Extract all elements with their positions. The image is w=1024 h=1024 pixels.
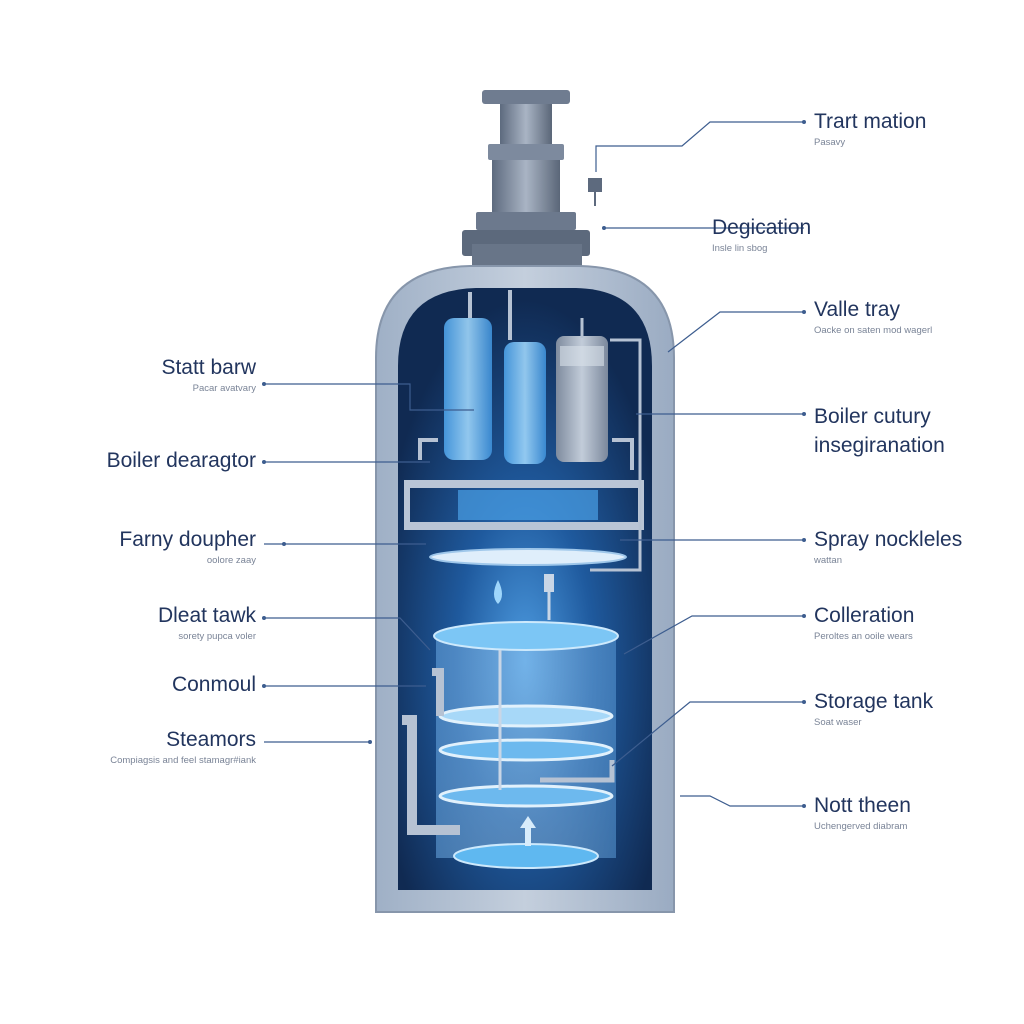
label-spray-nockleles: Spray nockleles wattan xyxy=(814,528,962,566)
label-steamors: Steamors Compiagsis and feel stamagr#ian… xyxy=(110,728,256,766)
label-title: Nott theen xyxy=(814,794,911,817)
storage-tank xyxy=(402,621,619,869)
label-sub: wattan xyxy=(814,555,842,567)
label-title: Degication xyxy=(712,216,812,239)
top-nozzle xyxy=(462,90,590,270)
label-sub: Compiagsis and feel stamagr#iank xyxy=(110,755,256,767)
label-storage-tank: Storage tank Soat waser xyxy=(814,690,933,728)
label-statt-barw: Statt barw Pacar avatvary xyxy=(161,356,256,394)
label-sub: oolore zaay xyxy=(206,555,256,567)
label-sub: Pacar avatvary xyxy=(192,383,256,395)
label-title: Storage tank xyxy=(814,690,934,713)
label-boiler-cutury: Boiler cutury insegiranation xyxy=(814,402,945,461)
label-sub: Insle lin sbog xyxy=(712,243,768,255)
label-sub: Pasavy xyxy=(814,137,846,149)
label-sub: Oacke on saten mod wagerl xyxy=(814,325,933,337)
label-title: Steamors xyxy=(166,728,256,751)
label-sub: sorety pupca voler xyxy=(178,631,256,643)
label-title: Boiler dearagtor xyxy=(106,449,256,472)
label-title: Dleat tawk xyxy=(157,604,256,627)
label-sub: Soat waser xyxy=(814,717,862,729)
label-valle-tray: Valle tray Oacke on saten mod wagerl xyxy=(814,298,932,336)
label-trart-mation: Trart mation Pasavy xyxy=(814,110,926,148)
label-title: Valle tray xyxy=(814,298,900,321)
label-title: Spray nockleles xyxy=(814,528,963,551)
label-title: Colleration xyxy=(814,604,915,627)
label-colleration: Colleration Peroltes an ooile wears xyxy=(814,604,914,642)
label-nott-theen: Nott theen Uchengerved diabram xyxy=(814,794,911,832)
label-title: Farny doupher xyxy=(119,528,256,551)
spray-drops xyxy=(494,574,554,620)
label-dleat-tawk: Dleat tawk sorety pupca voler xyxy=(158,604,256,642)
label-sub: Uchengerved diabram xyxy=(814,821,908,833)
leader-lines-right xyxy=(595,121,804,807)
leader-dots xyxy=(262,120,806,808)
label-title: Trart mation xyxy=(814,110,927,133)
internal-cylinders xyxy=(444,290,608,464)
label-title: Boiler cutury insegiranation xyxy=(814,405,945,458)
label-degication: Degication Insle lin sbog xyxy=(712,216,811,254)
tray-structure xyxy=(404,338,644,572)
valve-icon xyxy=(588,178,602,206)
label-conmoul: Conmoul xyxy=(172,673,256,697)
label-title: Conmoul xyxy=(171,673,256,696)
label-sub: Peroltes an ooile wears xyxy=(814,631,913,643)
label-farny-doupher: Farny doupher oolore zaay xyxy=(119,528,256,566)
label-boiler-dearagtor: Boiler dearagtor xyxy=(107,449,256,473)
leader-lines-left xyxy=(264,383,474,743)
label-title: Statt barw xyxy=(161,356,256,379)
